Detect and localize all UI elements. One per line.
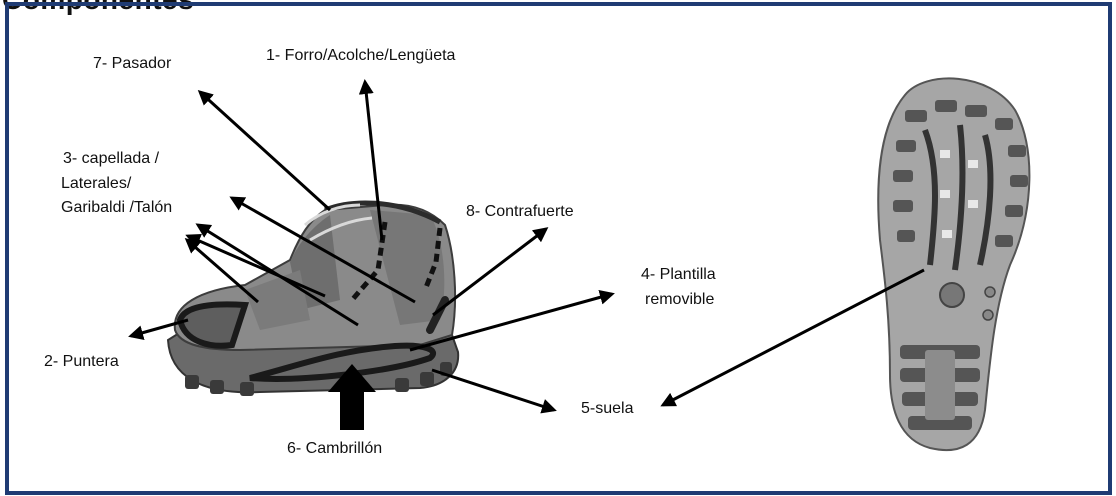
label-capellada-line2: Laterales/	[61, 175, 132, 192]
label-suela: 5-suela	[581, 400, 634, 417]
label-pasador: 7- Pasador	[93, 55, 172, 72]
label-puntera: 2- Puntera	[44, 353, 119, 370]
arrow-capellada-3	[185, 233, 326, 298]
label-plantilla-line2: removible	[645, 291, 715, 308]
arrow-capellada-1	[229, 196, 416, 304]
sole-illustration	[877, 77, 1031, 452]
label-cambrillon: 6- Cambrillón	[287, 440, 383, 457]
label-forro: 1- Forro/Acolche/Lengüeta	[266, 47, 456, 64]
cambrillon-arrow-icon	[328, 364, 376, 430]
arrow-forro	[358, 79, 384, 241]
label-capellada-line1: 3- capellada /	[63, 150, 160, 167]
arrow-puntera	[128, 318, 189, 340]
label-capellada-line3: Garibaldi /Talón	[61, 199, 173, 216]
arrow-contrafuerte	[432, 227, 549, 317]
label-plantilla-line1: 4- Plantilla	[641, 266, 716, 283]
arrow-pasador	[197, 89, 332, 212]
arrow-suela	[431, 368, 557, 414]
arrow-suela-sole	[660, 268, 925, 407]
callout-arrows	[128, 79, 925, 414]
diagram-frame	[5, 2, 1112, 495]
label-contrafuerte: 8- Contrafuerte	[466, 203, 574, 220]
arrow-capellada-4	[184, 238, 259, 304]
arrow-plantilla	[409, 289, 615, 352]
